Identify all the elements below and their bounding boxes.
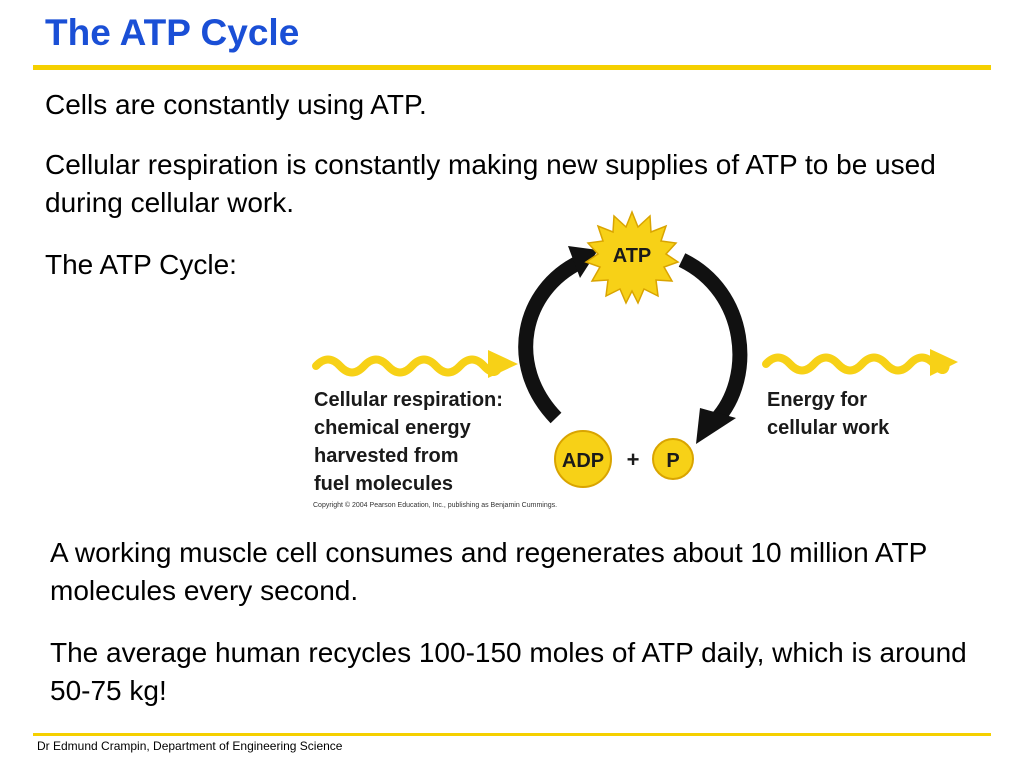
plus-sign: + xyxy=(627,447,640,472)
atp-label: ATP xyxy=(613,245,652,267)
paragraph-cycle-heading: The ATP Cycle: xyxy=(45,249,237,280)
paragraph-atp-usage: Cells are constantly using ATP. xyxy=(45,89,427,120)
phosphate-circle-icon xyxy=(652,438,694,480)
caption-line: Cellular respiration: xyxy=(314,389,503,411)
caption-line: cellular work xyxy=(767,417,890,439)
energy-input-caption: Cellular respiration: chemical energy ha… xyxy=(314,389,503,495)
atp-burst-icon xyxy=(584,209,680,305)
paragraph-muscle-cell: A working muscle cell consumes and regen… xyxy=(50,537,927,606)
synthesis-arrow-icon xyxy=(518,246,598,424)
footer-credit: Dr Edmund Crampin, Department of Enginee… xyxy=(37,739,343,753)
title-divider xyxy=(33,65,991,70)
caption-line: fuel molecules xyxy=(314,473,453,495)
adp-label: ADP xyxy=(562,450,604,472)
copyright-notice: Copyright © 2004 Pearson Education, Inc.… xyxy=(313,501,557,509)
caption-line: chemical energy xyxy=(314,417,472,439)
phosphate-label: P xyxy=(666,450,679,472)
slide-title: The ATP Cycle xyxy=(45,12,300,53)
energy-output-caption: Energy for cellular work xyxy=(767,389,890,439)
paragraph-daily-recycling: The average human recycles 100-150 moles… xyxy=(50,637,967,706)
hydrolysis-arrow-icon xyxy=(678,253,748,444)
energy-output-arrow-icon xyxy=(762,349,958,376)
adp-circle-icon xyxy=(554,430,612,488)
paragraph-respiration: Cellular respiration is constantly makin… xyxy=(45,149,936,218)
caption-line: Energy for xyxy=(767,389,867,411)
energy-input-arrow-icon xyxy=(312,350,518,378)
caption-line: harvested from xyxy=(314,445,459,467)
footer-divider xyxy=(33,733,991,736)
